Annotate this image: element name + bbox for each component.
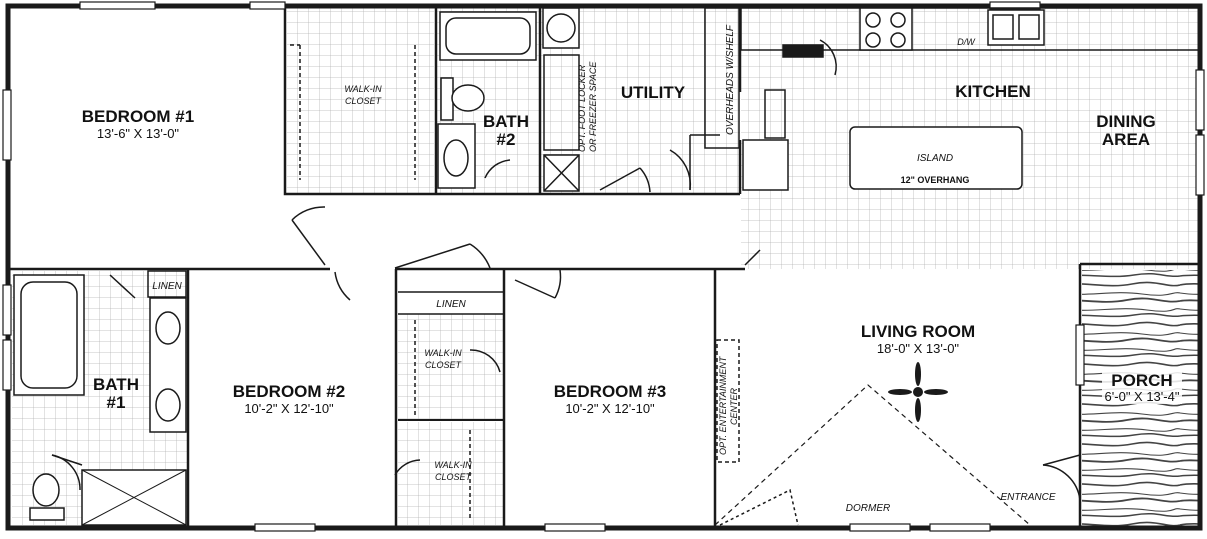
- bath1-linen-label: LINEN: [152, 281, 182, 292]
- dining-name-line1: DINING: [1096, 112, 1156, 131]
- bath1-name-line1: BATH: [93, 375, 139, 394]
- bath2-name-line2: #2: [497, 130, 516, 149]
- bedroom1-name: BEDROOM #1: [82, 107, 194, 126]
- porch-dims: 6'-0" X 13'-4": [1105, 389, 1180, 404]
- bath1-toilet-tank: [29, 507, 65, 521]
- kitchen-island: [849, 126, 1023, 190]
- bedroom1-dims: 13'-6" X 13'-0": [97, 126, 180, 141]
- bedroom2-name: BEDROOM #2: [233, 382, 345, 401]
- utility-name: UTILITY: [621, 83, 686, 102]
- foot-locker-line1: OPT. FOOT LOCKER: [577, 64, 587, 152]
- living-name: LIVING ROOM: [861, 322, 975, 341]
- hall-linen-label: LINEN: [436, 299, 466, 310]
- bath2-toilet-bowl: [451, 84, 485, 112]
- walkin-closet-2-line2: CLOSET: [425, 360, 463, 370]
- dormer-label: DORMER: [846, 503, 890, 514]
- ceiling-fan-icon: [888, 362, 948, 422]
- entertainment-line2: CENTER: [729, 387, 739, 425]
- overheads-label: OVERHEADS W/SHELF: [725, 24, 736, 135]
- bath1-name-line2: #1: [107, 393, 126, 412]
- living-dims: 18'-0" X 13'-0": [877, 341, 960, 356]
- walkin-closet-3-line2: CLOSET: [435, 472, 473, 482]
- bath1-toilet-bowl: [32, 473, 60, 507]
- dark-cabinet: [782, 44, 824, 58]
- foot-locker-space: [543, 54, 580, 151]
- walkin-closet-2-line1: WALK-IN: [424, 348, 462, 358]
- walkin-closet-3-line1: WALK-IN: [434, 460, 472, 470]
- pantry: [764, 89, 786, 139]
- kitchen-counter: [740, 7, 1200, 51]
- bedroom3-name: BEDROOM #3: [554, 382, 666, 401]
- entertainment-center: [716, 339, 740, 463]
- bath2-toilet-tank: [440, 77, 454, 121]
- dw-label: D/W: [957, 37, 976, 47]
- walkin-closet-3-floor: [398, 422, 504, 525]
- walkin-closet-2-floor: [398, 314, 504, 420]
- refrigerator: [742, 139, 789, 191]
- bath1-linen: [147, 270, 187, 298]
- kitchen-name: KITCHEN: [955, 82, 1031, 101]
- bedroom3-dims: 10'-2" X 12'-10": [565, 401, 655, 416]
- entrance-label: ENTRANCE: [1000, 492, 1055, 503]
- bedroom2-dims: 10'-2" X 12'-10": [244, 401, 334, 416]
- fixtures: [13, 7, 1200, 526]
- doors: [51, 39, 1081, 526]
- foot-locker-line2: OR FREEZER SPACE: [588, 61, 598, 152]
- labels: BEDROOM #1 13'-6" X 13'-0" WALK-IN CLOSE…: [82, 24, 1182, 514]
- dining-name-line2: AREA: [1102, 130, 1150, 149]
- island-label: ISLAND: [917, 153, 953, 164]
- walkin-closet-1-line1: WALK-IN: [344, 84, 382, 94]
- entertainment-line1: OPT. ENTERTAINMENT: [718, 355, 728, 455]
- dormer-outline: [714, 384, 1031, 526]
- overheads-shelf: [704, 7, 740, 149]
- bath2-name-line1: BATH: [483, 112, 529, 131]
- walkin-closet-1-line2: CLOSET: [345, 96, 383, 106]
- overhang-label: 12" OVERHANG: [901, 175, 970, 185]
- walkin-closet-1-floor: [287, 7, 434, 194]
- porch-name: PORCH: [1111, 371, 1172, 390]
